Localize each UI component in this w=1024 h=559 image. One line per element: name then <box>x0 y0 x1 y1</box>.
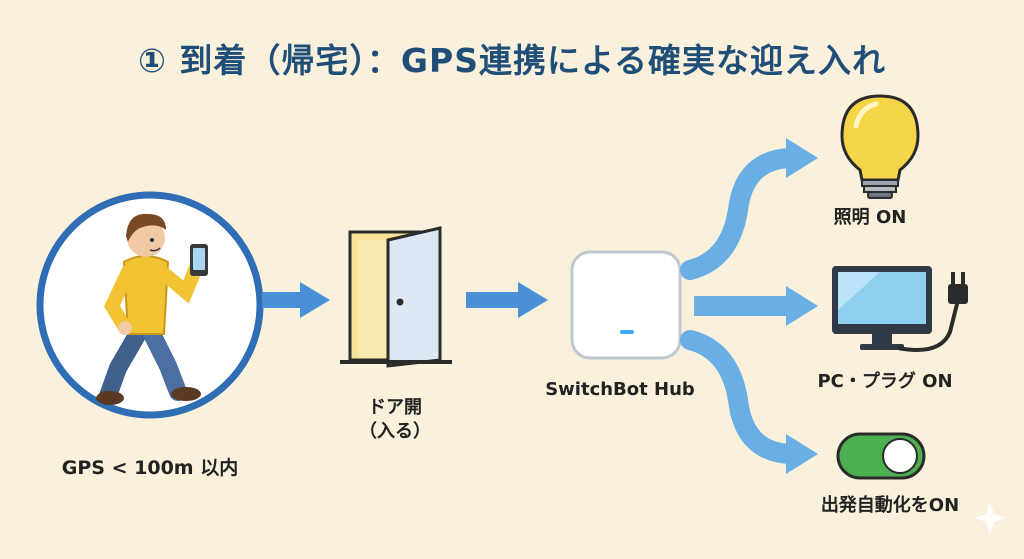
automation-label: 出発自動化をON <box>820 495 960 516</box>
toggle-switch-icon <box>836 432 926 480</box>
sparkle-icon <box>974 502 1006 534</box>
door-label: ドア開 <box>368 397 422 418</box>
pc-monitor-icon <box>832 266 932 350</box>
page-title: ① 到着（帰宅）：GPS連携による確実な迎え入れ <box>138 41 886 80</box>
door-icon <box>340 226 452 368</box>
arrow-door-to-hub <box>466 282 548 318</box>
gps-label: GPS < 100m 以内 <box>61 457 239 479</box>
walking-person-icon <box>96 213 208 405</box>
door-sublabel: （入る） <box>359 421 431 442</box>
light-bulb-icon <box>840 94 920 199</box>
person-circle <box>36 191 264 419</box>
power-plug-icon <box>897 272 968 352</box>
pc-plug-label: PC・プラグ ON <box>817 371 953 392</box>
light-label: 照明 ON <box>833 207 907 228</box>
hub-device-icon <box>570 250 682 360</box>
hub-label: SwitchBot Hub <box>545 379 695 400</box>
arrow-hub-to-light <box>680 138 818 280</box>
arrow-gps-to-door <box>262 282 330 318</box>
arrow-hub-to-pc <box>694 286 818 326</box>
arrow-hub-to-toggle <box>680 330 818 474</box>
